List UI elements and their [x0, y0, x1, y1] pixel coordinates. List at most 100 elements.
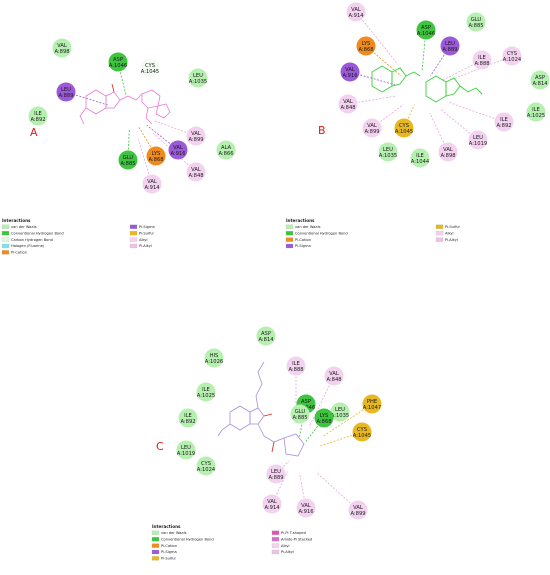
residue-name: LEU — [271, 469, 281, 475]
ring-pyrrolidone — [105, 91, 121, 109]
residue-name: ILE — [34, 111, 42, 117]
residue-disc — [352, 422, 372, 442]
legend-label: Halogen (Fluorine) — [11, 244, 45, 248]
residue-number: A:885 — [468, 23, 483, 29]
residue-name: LEU — [335, 407, 345, 413]
ring-benzene — [85, 89, 107, 115]
residue-number: A:914 — [264, 505, 280, 511]
residue-number: A:1024 — [503, 57, 522, 63]
residue-number: A:914 — [144, 185, 160, 191]
residue-name: ILE — [532, 107, 540, 113]
residue-disc — [266, 464, 286, 484]
legend-label: Pi-Sigma — [295, 244, 311, 248]
bond-carbonyl — [111, 83, 115, 93]
residue-number: A:1026 — [205, 359, 223, 365]
legend-label: Pi-Sulfur — [139, 231, 154, 235]
legend-label: van der Waals — [295, 225, 321, 229]
ring-five-right — [445, 77, 461, 97]
interaction-line — [275, 460, 290, 475]
bond-linker — [405, 71, 421, 77]
residue-number: A:868 — [148, 157, 163, 163]
residue-disc — [296, 498, 316, 518]
residue-disc — [140, 58, 160, 78]
legend-swatch — [151, 530, 160, 535]
residue-disc — [186, 162, 206, 182]
residue-name: LYS — [362, 41, 371, 47]
legend-swatch — [271, 537, 280, 542]
residue-disc — [186, 126, 206, 146]
legend-label: van der Waals — [11, 225, 37, 229]
residue-name: CYS — [145, 63, 155, 69]
residue-disc — [204, 348, 224, 368]
residue-disc — [348, 500, 368, 520]
legend-label: Pi-Sulfur — [161, 557, 176, 561]
residue-number: A:889 — [268, 475, 283, 481]
legend-swatch — [1, 224, 10, 229]
residue-name: VAL — [147, 179, 157, 185]
residue-name: ASP — [113, 57, 123, 63]
residue-disc — [286, 356, 306, 376]
residue-number: A:1025 — [197, 393, 215, 399]
residue-number: A:1046 — [109, 63, 127, 69]
residue-name: LEU — [445, 41, 455, 47]
legend-title: Interactions — [2, 218, 31, 223]
residue-disc — [324, 366, 344, 386]
legend-swatch — [271, 549, 280, 555]
residue-name: VAL — [191, 167, 201, 173]
residue-number: A:888 — [288, 367, 303, 373]
residue-number: A:866 — [218, 151, 233, 157]
residue-disc — [416, 20, 436, 40]
residue-name: VAL — [345, 67, 355, 73]
residue-disc — [314, 408, 334, 428]
residue-disc — [530, 70, 550, 90]
residue-number: A:1019 — [177, 451, 195, 457]
residue-name: VAL — [267, 499, 277, 505]
legend-swatch — [271, 543, 280, 548]
residue-disc — [188, 68, 208, 88]
legend-title: Interactions — [286, 218, 315, 223]
residue-disc — [362, 394, 382, 414]
residue-number: A:814 — [532, 81, 548, 87]
residue-disc — [28, 106, 48, 126]
residue-number: A:1045 — [141, 69, 159, 75]
residue-disc — [176, 440, 196, 460]
residue-number: A:885 — [120, 161, 135, 167]
residue-name: CYS — [507, 51, 517, 57]
legend-label: Alkyl — [281, 544, 290, 548]
residue-number: A:1024 — [197, 467, 216, 473]
residue-name: LEU — [473, 135, 483, 141]
legend-swatch — [271, 530, 280, 535]
residue-disc — [290, 404, 310, 424]
legend-swatch — [129, 224, 138, 229]
residue-number: A:889 — [58, 93, 73, 99]
legend-label: Pi-Sulfur — [445, 225, 460, 229]
legend-label: Carbon Hydrogen Bond — [11, 238, 53, 242]
bond-carbonyl — [263, 413, 273, 417]
legend-swatch — [129, 231, 138, 236]
residue-number: A:892 — [30, 117, 45, 123]
residue-disc — [338, 94, 358, 114]
residue-number: A:848 — [188, 173, 203, 179]
residue-name: CYS — [357, 427, 367, 433]
residue-disc — [468, 130, 488, 150]
